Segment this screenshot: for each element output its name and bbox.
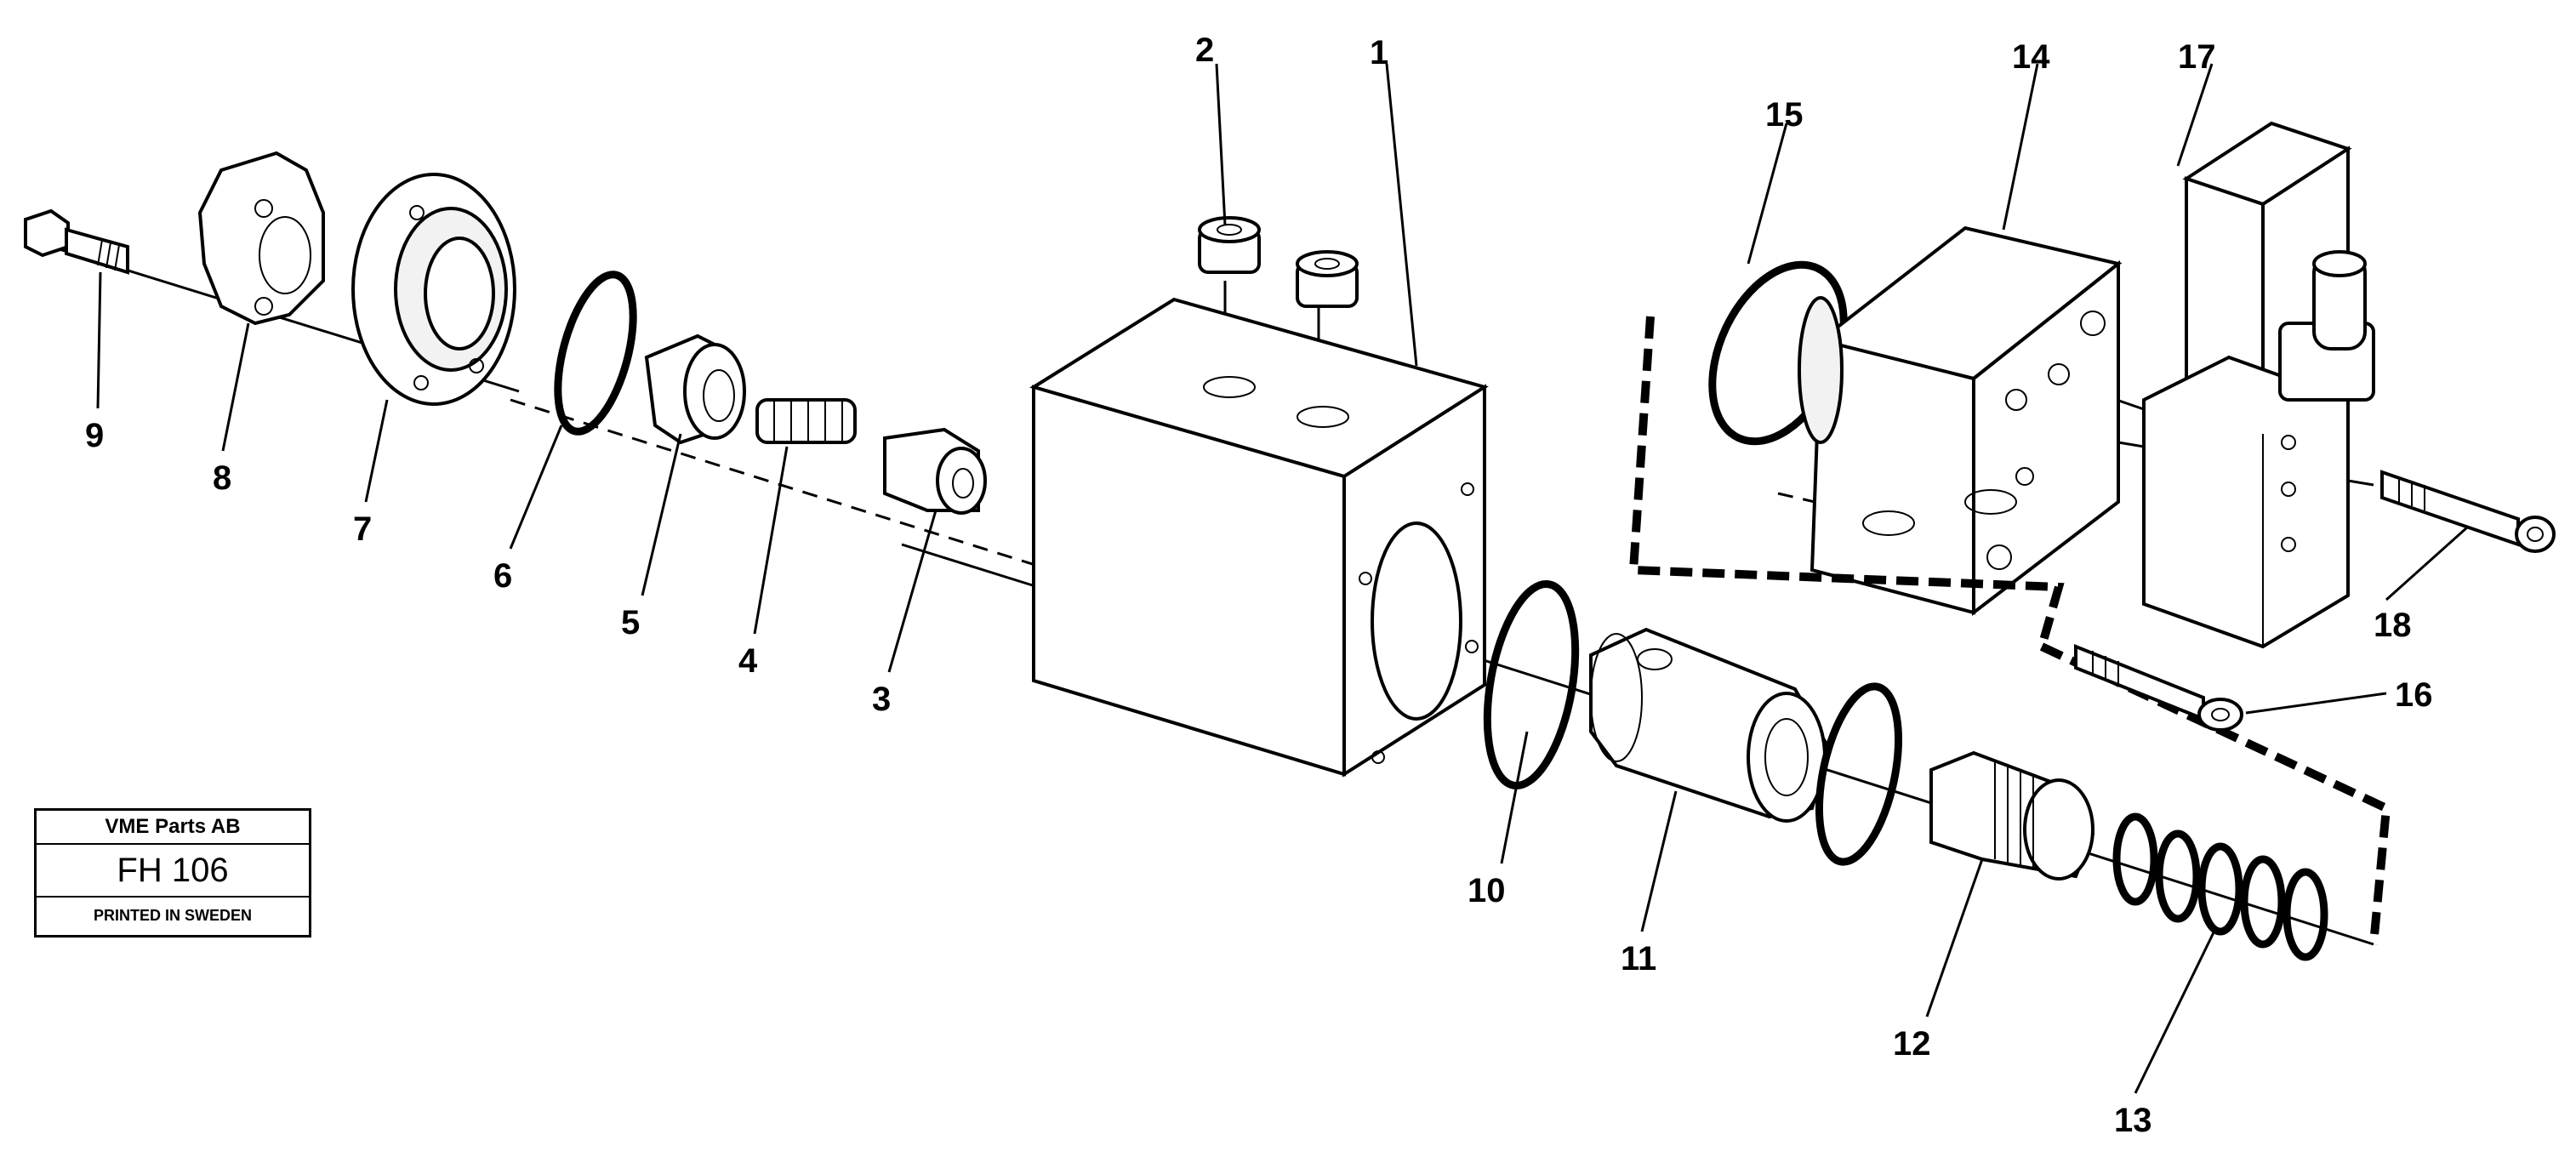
callout-18: 18: [2374, 607, 2412, 644]
callout-3: 3: [872, 681, 891, 718]
part-12-threaded-plug: [1929, 750, 2095, 881]
callout-8: 8: [213, 459, 231, 497]
part-18-screw: [2380, 470, 2556, 553]
part-9-bolt: [24, 208, 129, 275]
part-4-small-spring: [755, 398, 857, 444]
part-13-spring: [2112, 812, 2328, 961]
part-8-flange-half: [197, 151, 325, 326]
part-2-plug-left: [1198, 216, 1261, 274]
callout-16: 16: [2395, 676, 2433, 714]
callout-9: 9: [85, 417, 104, 454]
company-name: VME Parts AB: [37, 811, 309, 845]
callout-13: 13: [2114, 1102, 2152, 1139]
callout-7: 7: [353, 510, 372, 548]
part-2-plug-right: [1296, 250, 1359, 308]
part-10-o-ring: [1483, 580, 1580, 789]
assembly-bracket: [1628, 316, 2391, 945]
part-3-spool: [883, 427, 987, 515]
callout-6: 6: [493, 557, 512, 595]
part-5-sleeve: [644, 333, 746, 445]
callout-12: 12: [1893, 1025, 1931, 1063]
drawing-code: FH 106: [37, 845, 309, 898]
part-17-solenoid: [2142, 121, 2375, 649]
part-7-flange: [351, 173, 516, 406]
callout-2: 2: [1195, 31, 1214, 69]
part-14-adapter-block: [1798, 225, 2123, 617]
part-1-valve-body: [1029, 297, 1489, 778]
o-ring-between-11-12: [1815, 682, 1903, 866]
callout-11: 11: [1621, 940, 1656, 977]
callout-5: 5: [621, 604, 640, 641]
part-6-o-ring: [554, 271, 637, 436]
part-11-valve-sleeve: [1589, 627, 1832, 823]
callout-15: 15: [1765, 96, 1804, 134]
callout-14: 14: [2012, 38, 2050, 76]
callout-10: 10: [1468, 872, 1506, 909]
leader-lines: [96, 63, 2469, 1094]
callout-labels: 1 2 3 4 5 6 7 8 9 10 11 12 13 14 15 16 1…: [85, 31, 2433, 1139]
callout-4: 4: [738, 642, 758, 680]
printed-note: PRINTED IN SWEDEN: [93, 907, 252, 924]
title-block: VME Parts AB FH 106 PRINTED IN SWEDEN: [34, 808, 311, 938]
callout-1: 1: [1370, 34, 1388, 71]
callout-17: 17: [2178, 38, 2216, 76]
part-16-screw: [2074, 644, 2243, 732]
